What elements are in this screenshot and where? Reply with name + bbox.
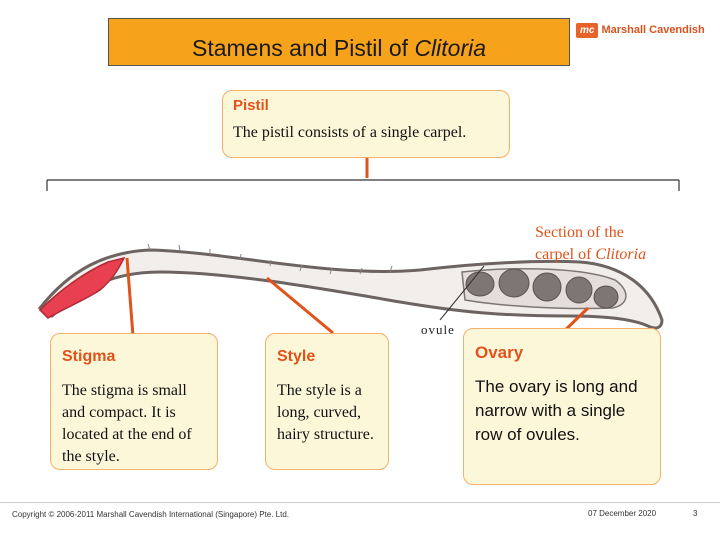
- section-label-italic: Clitoria: [595, 246, 647, 263]
- ovule-pointer-line: [439, 265, 485, 321]
- ovule-icon: [498, 268, 530, 298]
- ovary-heading: Ovary: [475, 343, 524, 362]
- section-label: Section of the carpel of Clitoria: [535, 222, 646, 266]
- stigma-tip: [38, 256, 126, 319]
- section-label-prefix: carpel of: [535, 246, 596, 263]
- title-banner: Stamens and Pistil of Clitoria: [108, 18, 570, 66]
- style-hairs: [147, 243, 393, 275]
- logo-text: Marshall Cavendish: [601, 24, 705, 36]
- style-info-box: Style The style is a long, curved, hairy…: [265, 333, 389, 470]
- pistil-description: The pistil consists of a single carpel.: [233, 124, 467, 141]
- ovule-icon: [465, 271, 495, 297]
- title-italic-text: Clitoria: [414, 35, 487, 61]
- title-text: Stamens and Pistil of: [191, 35, 415, 61]
- ovule-icon: [565, 276, 593, 304]
- stigma-heading: Stigma: [62, 348, 116, 365]
- copyright-text: Copyright © 2006-2011 Marshall Cavendish…: [12, 510, 290, 519]
- page-number: 3: [693, 509, 698, 518]
- pistil-heading: Pistil: [233, 97, 269, 114]
- footer-date: 07 December 2020: [588, 509, 657, 518]
- footer-divider: [0, 502, 720, 503]
- ovary-info-box: Ovary The ovary is long and narrow with …: [463, 328, 661, 485]
- section-label-line1: Section of the: [535, 224, 624, 241]
- ovary-description: The ovary is long and narrow with a sing…: [475, 377, 638, 444]
- stigma-pointer-line: [125, 257, 135, 337]
- ovule-icon: [593, 285, 619, 309]
- section-label-line2: carpel of Clitoria: [535, 244, 646, 266]
- page-title: Stamens and Pistil of Clitoria: [109, 35, 569, 62]
- style-pointer-line: [266, 276, 334, 335]
- style-heading: Style: [277, 348, 316, 365]
- ovule-icon: [532, 272, 562, 302]
- publisher-logo: mc Marshall Cavendish: [576, 21, 705, 39]
- stigma-description: The stigma is small and compact. It is l…: [62, 382, 192, 465]
- ovule-label: ovule: [421, 322, 455, 337]
- style-description: The style is a long, curved, hairy struc…: [277, 382, 374, 443]
- pistil-info-box: Pistil The pistil consists of a single c…: [222, 90, 510, 158]
- logo-mark-icon: mc: [576, 22, 599, 38]
- stigma-info-box: Stigma The stigma is small and compact. …: [50, 333, 218, 470]
